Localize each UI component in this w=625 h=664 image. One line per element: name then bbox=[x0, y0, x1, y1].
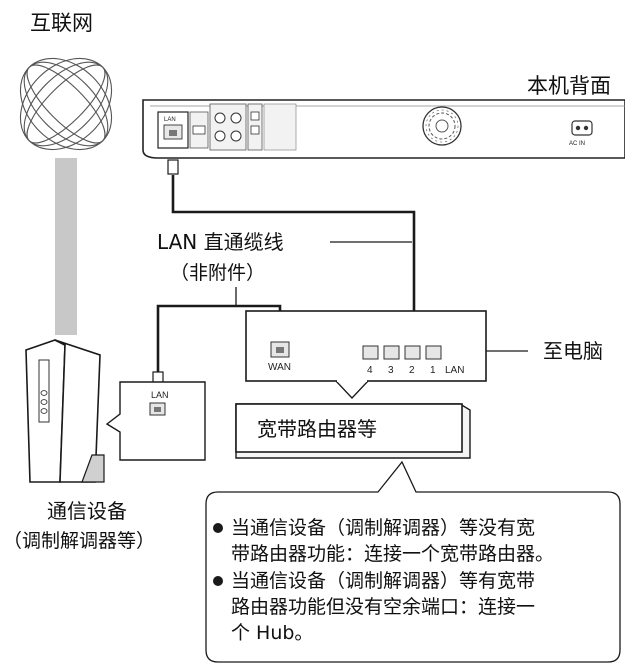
notes-callout: 当通信设备（调制解调器）等没有宽 带路由器功能：连接一个宽带路由器。 当通信设备… bbox=[205, 460, 621, 663]
rear-panel-body bbox=[142, 99, 625, 159]
note-1-line: 带路由器功能：连接一个宽带路由器。 bbox=[231, 543, 554, 565]
note-2-line: 个 Hub。 bbox=[231, 622, 313, 644]
fan-grille-icon bbox=[422, 106, 462, 146]
router-lan-port-3 bbox=[383, 345, 400, 360]
ac-in-label: AC IN bbox=[569, 141, 585, 147]
modem-device: LAN 通信设备 （调制解调器等） bbox=[3, 339, 206, 552]
router-lan-port-2 bbox=[404, 345, 421, 360]
router-wan-label: WAN bbox=[268, 362, 291, 373]
cable-note-label: （非附件） bbox=[170, 262, 265, 284]
modem-lan-label: LAN bbox=[151, 390, 169, 400]
globe-background bbox=[12, 50, 120, 158]
bullet-icon bbox=[213, 576, 223, 586]
router-callout-pointer bbox=[335, 380, 369, 399]
bullet-icon bbox=[213, 523, 223, 533]
router-name-label: 宽带路由器等 bbox=[257, 417, 377, 441]
unit-rear-panel: 本机背面 LAN AC IN bbox=[142, 74, 625, 159]
av-output-ports bbox=[209, 103, 247, 151]
note-2-line: 路由器功能但没有空余端口：连接一 bbox=[231, 596, 535, 618]
globe-mesh bbox=[19, 57, 113, 151]
cable-name-label: LAN 直通缆线 bbox=[157, 230, 284, 254]
internet-label: 互联网 bbox=[30, 11, 93, 35]
note-1-line: 当通信设备（调制解调器）等没有宽 bbox=[231, 517, 535, 539]
router-lan-port-1 bbox=[425, 345, 442, 360]
router-port-number: 1 bbox=[430, 365, 436, 376]
router-lan-port-4 bbox=[362, 345, 379, 360]
leader-lines bbox=[235, 241, 528, 352]
router-port-number: 3 bbox=[388, 365, 394, 376]
modem-port-callout bbox=[105, 381, 206, 461]
router-device: WAN 4 3 2 1 LAN 宽带路由器等 bbox=[235, 310, 487, 459]
to-pc-label: 至电脑 bbox=[543, 339, 603, 363]
router-port-number: 4 bbox=[367, 365, 373, 376]
modem-name-label: 通信设备 bbox=[47, 499, 127, 523]
rear-lan-label: LAN bbox=[164, 117, 176, 123]
router-box bbox=[235, 403, 463, 453]
unit-rear-label: 本机背面 bbox=[527, 74, 611, 98]
router-port-number: 2 bbox=[409, 365, 415, 376]
modem-stand bbox=[81, 454, 105, 483]
router-lan-label: LAN bbox=[445, 365, 464, 376]
note-2-line: 当通信设备（调制解调器）等有宽带 bbox=[231, 570, 535, 592]
indicator-led bbox=[40, 399, 48, 405]
ac-inlet: AC IN bbox=[569, 120, 593, 147]
plug-icon bbox=[167, 159, 179, 175]
indicator-led bbox=[40, 390, 48, 396]
notes-box bbox=[205, 460, 621, 663]
internet-globe-icon: 互联网 bbox=[12, 11, 120, 335]
unit-to-router-cable bbox=[171, 175, 416, 325]
antenna-pole bbox=[55, 140, 77, 335]
modem-note-label: （调制解调器等） bbox=[3, 530, 155, 552]
indicator-led bbox=[40, 408, 48, 414]
